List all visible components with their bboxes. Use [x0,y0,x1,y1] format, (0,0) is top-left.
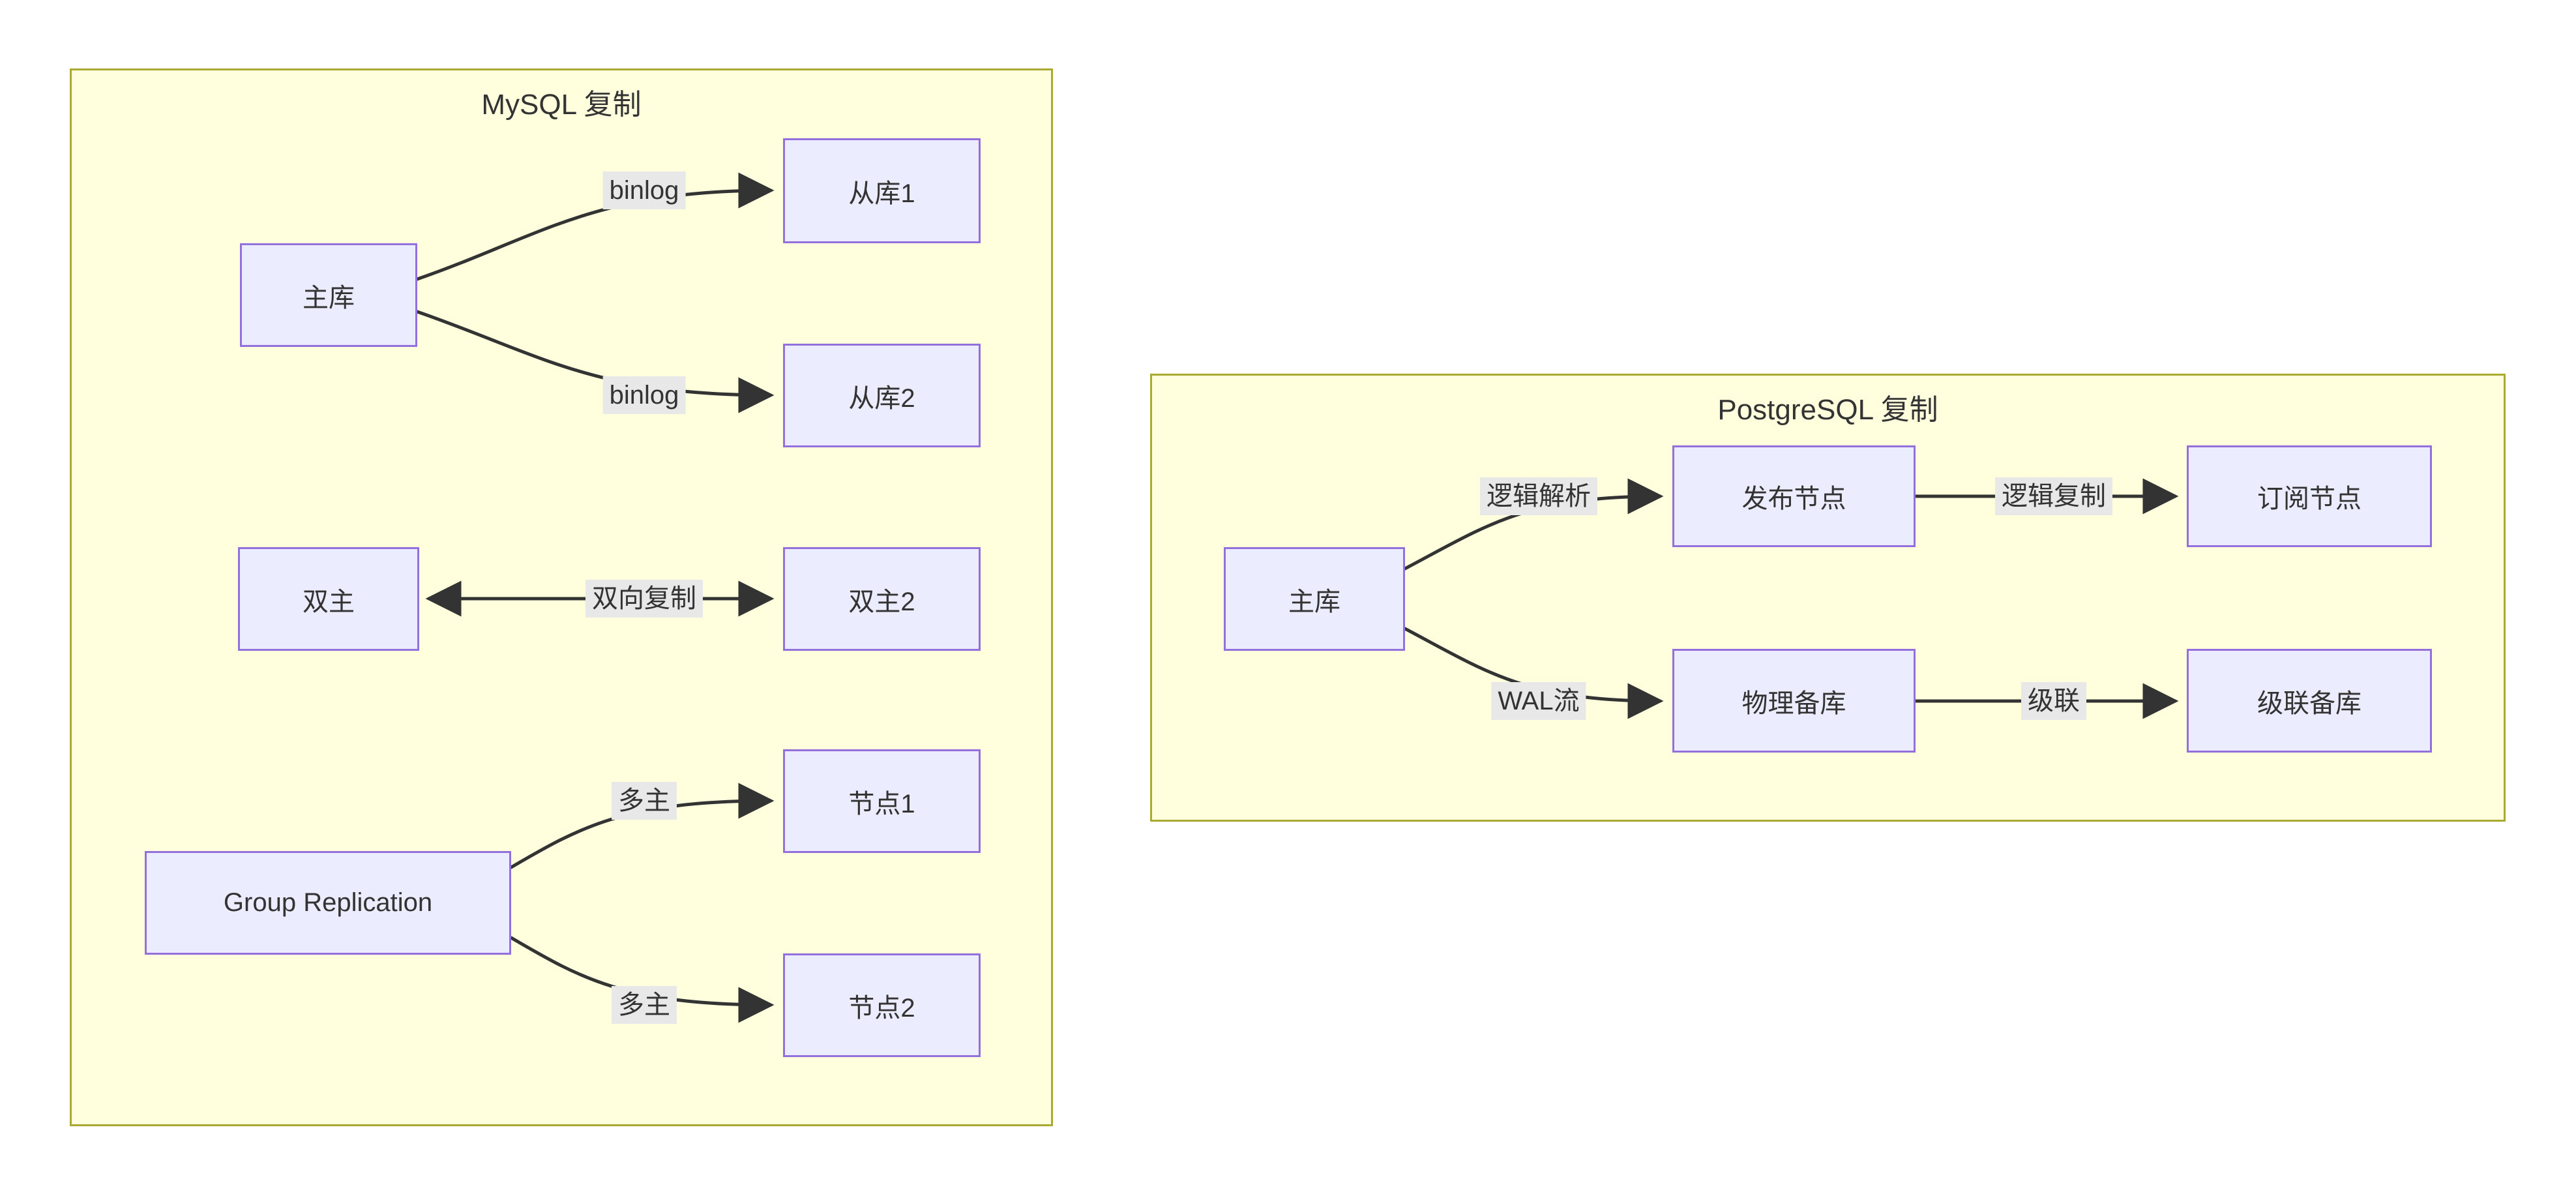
node-label: 双主 [303,587,355,616]
node-label: 发布节点 [1741,485,1846,513]
edge-label-cascade: 级联 [2021,682,2086,720]
node-label: 节点1 [848,789,915,818]
node-cascade-standby: 级联备库 [2187,649,2432,753]
node-group-replication: Group Replication [145,851,511,955]
node-label: 从库2 [848,383,915,413]
edge-primary-to-replica2 [415,310,775,413]
node-label: 节点2 [848,993,915,1023]
node-replica-2: 从库2 [783,344,981,447]
node-label: 级联备库 [2257,689,2361,718]
cluster-title-mysql: MySQL 复制 [481,89,642,121]
edge-label-bidirectional-replication: 双向复制 [585,580,703,618]
node-label: 主库 [1288,587,1340,616]
node-member-2: 节点2 [783,953,981,1057]
edge-pgprimary-to-physical [1403,627,1664,719]
node-dual-primary-1: 双主 [238,547,419,651]
node-member-1: 节点1 [783,749,981,853]
node-postgresql-primary: 主库 [1224,547,1405,651]
node-mysql-primary: 主库 [240,243,417,347]
edge-label-wal-stream: WAL流 [1491,682,1586,720]
node-label: 主库 [303,283,355,312]
node-physical-standby: 物理备库 [1672,649,1916,753]
node-label: Group Replication [223,888,433,917]
node-subscriber: 订阅节点 [2187,445,2432,547]
edge-primary-to-replica1 [415,172,775,281]
node-label: 双主2 [848,587,915,616]
edge-label-logical-decoding: 逻辑解析 [1480,477,1597,515]
edge-label-multi-primary-1: 多主 [612,782,677,820]
node-publisher: 发布节点 [1672,445,1916,547]
edge-label-binlog-1: binlog [602,172,686,209]
node-label: 物理备库 [1741,689,1846,718]
cluster-title-postgresql: PostgreSQL 复制 [1717,394,1938,426]
edge-label-binlog-2: binlog [602,376,686,414]
node-dual-primary-2: 双主2 [783,547,981,651]
edge-pgprimary-to-publisher [1403,478,1664,571]
node-label: 从库1 [848,179,915,208]
node-label: 订阅节点 [2257,485,2361,513]
edge-label-logical-replication: 逻辑复制 [1995,477,2112,515]
node-replica-1: 从库1 [783,138,981,243]
edge-label-multi-primary-2: 多主 [612,986,677,1024]
